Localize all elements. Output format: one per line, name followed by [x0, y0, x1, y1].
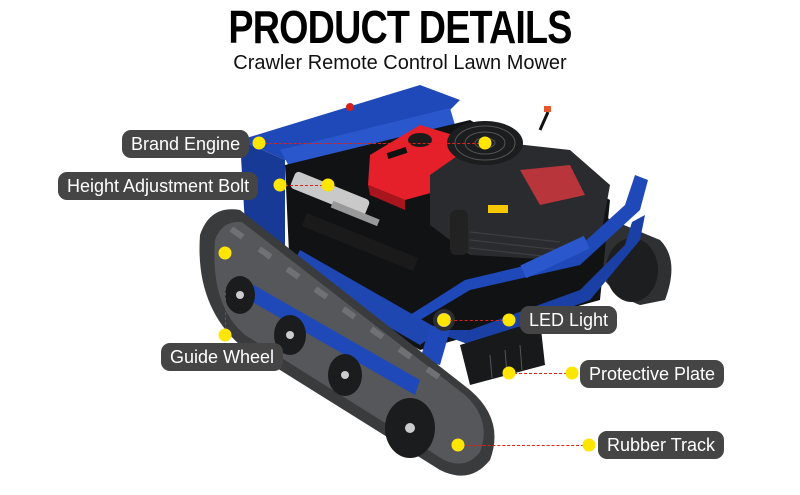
marker-dot	[502, 313, 516, 327]
callout-label: Guide Wheel	[161, 343, 284, 371]
marker-dot	[252, 136, 266, 150]
marker-dot	[565, 366, 579, 380]
marker-dot	[437, 313, 451, 327]
leader-line	[280, 185, 328, 186]
leader-line	[458, 445, 589, 446]
callout-label: Brand Engine	[122, 130, 250, 158]
marker-dot	[502, 366, 516, 380]
callout-label: LED Light	[520, 306, 618, 334]
callout-label: Height Adjustment Bolt	[58, 172, 259, 200]
leader-line	[509, 373, 572, 374]
marker-dot	[218, 246, 232, 260]
marker-dot	[321, 178, 335, 192]
callout-label: Rubber Track	[598, 431, 725, 459]
marker-dot	[478, 136, 492, 150]
leader-line	[444, 320, 509, 321]
leader-line	[225, 253, 226, 335]
marker-dot	[451, 438, 465, 452]
marker-dot	[218, 328, 232, 342]
page-title: PRODUCT DETAILS	[228, 1, 572, 53]
page-subtitle: Crawler Remote Control Lawn Mower	[233, 52, 567, 74]
callout-label: Protective Plate	[580, 360, 725, 388]
marker-dot	[582, 438, 596, 452]
marker-dot	[273, 178, 287, 192]
leader-line	[259, 143, 485, 144]
